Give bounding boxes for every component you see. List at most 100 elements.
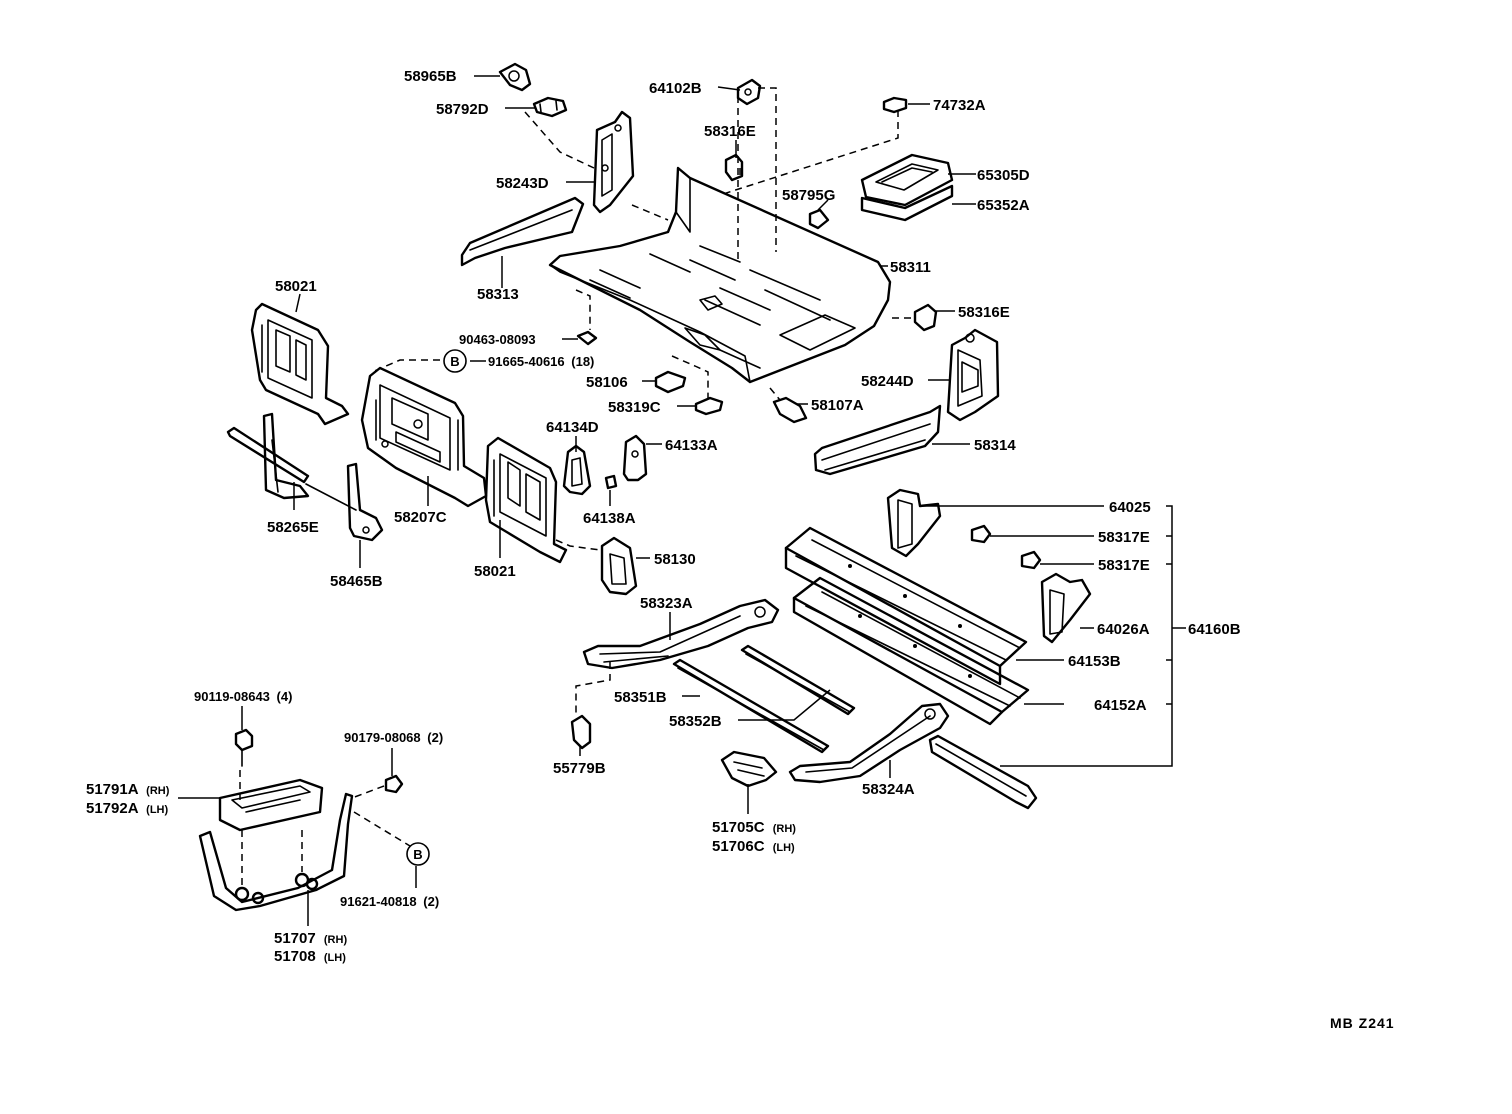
label-58243D: 58243D: [496, 175, 549, 192]
clip-58319C: [694, 396, 724, 416]
bracket-58465B: [305, 462, 384, 542]
panel-58021-center: [484, 436, 568, 564]
label-58965B: 58965B: [404, 68, 457, 85]
label-58352B: 58352B: [669, 713, 722, 730]
brace-58351B: [672, 658, 830, 754]
label-58795G: 58795G: [782, 187, 835, 204]
label-91621-40818: 91621-40818 (2): [340, 894, 439, 909]
label-58107A: 58107A: [811, 397, 864, 414]
label-64025: 64025: [1109, 499, 1151, 516]
cover-65305D: [860, 153, 954, 207]
rail-58323A: [582, 598, 780, 670]
bracket-58792D: [532, 96, 568, 118]
plate-64138A: [604, 474, 618, 490]
label-91665-40616: 91665-40616 (18): [488, 354, 594, 369]
label-58351B: 58351B: [614, 689, 667, 706]
bracket-51705C: [720, 750, 778, 788]
label-58324A: 58324A: [862, 781, 915, 798]
label-64153B: 64153B: [1068, 653, 1121, 670]
bracket-55779B: [570, 714, 592, 750]
brace-58352B: [740, 644, 856, 716]
label-65352A: 65352A: [977, 197, 1030, 214]
part-labels: 58965B 58792D 64102B 74732A 58316E 65305…: [86, 68, 1241, 965]
label-58311: 58311: [890, 259, 931, 276]
label-58207C: 58207C: [394, 509, 447, 526]
label-51706C: 51706C (LH): [712, 838, 795, 855]
label-51791A: 51791A (RH): [86, 781, 170, 798]
label-58021-center: 58021: [474, 563, 516, 580]
panel-58207C: [360, 366, 488, 508]
bolt-90119-08643: [234, 728, 254, 767]
rail-58313: [460, 196, 585, 267]
label-51792A: 51792A (LH): [86, 800, 168, 817]
figure-code: MB Z241: [1330, 1015, 1395, 1031]
label-51705C: 51705C (RH): [712, 819, 796, 836]
label-90179-08068: 90179-08068 (2): [344, 730, 443, 745]
label-64160B: 64160B: [1188, 621, 1241, 638]
bracket-58795G: [808, 208, 830, 230]
clip-58106: [654, 370, 687, 394]
label-51708: 51708 (LH): [274, 948, 346, 965]
label-58316E-right: 58316E: [958, 304, 1010, 321]
label-64102B: 64102B: [649, 80, 702, 97]
label-58021-left: 58021: [275, 278, 317, 295]
clip-74732A: [882, 96, 908, 114]
svg-text:B: B: [413, 847, 422, 862]
clip-58316E-top: [724, 153, 744, 182]
label-58244D: 58244D: [861, 373, 914, 390]
label-58130: 58130: [654, 551, 696, 568]
label-90119-08643: 90119-08643 (4): [194, 689, 292, 704]
assembly-lines: [239, 87, 912, 886]
plate-64134D: [562, 444, 592, 496]
label-58323A: 58323A: [640, 595, 693, 612]
label-74732A: 74732A: [933, 97, 986, 114]
label-64133A: 64133A: [665, 437, 718, 454]
label-58792D: 58792D: [436, 101, 489, 118]
clip-64102B: [736, 78, 762, 106]
label-58316E-top: 58316E: [704, 123, 756, 140]
clip-58965B: [498, 62, 532, 92]
clip-58317E-a: [970, 524, 992, 544]
label-64026A: 64026A: [1097, 621, 1150, 638]
label-51707: 51707 (RH): [274, 930, 347, 947]
bracket-58243D: [592, 110, 635, 214]
label-64152A: 64152A: [1094, 697, 1147, 714]
label-58265E: 58265E: [267, 519, 319, 536]
clip-58316E-right: [913, 303, 938, 332]
label-58465B: 58465B: [330, 573, 383, 590]
plate-64133A: [622, 434, 648, 482]
step-bracket-51707: [198, 792, 354, 912]
label-58317E-a: 58317E: [1098, 529, 1150, 546]
rail-58314: [813, 404, 942, 476]
step-51791A: [218, 778, 324, 832]
label-90463-08093: 90463-08093: [459, 332, 536, 347]
gusset-64026A: [1040, 572, 1092, 644]
rail-58324A: [788, 702, 950, 784]
bracket-64160B: [928, 734, 1038, 810]
bracket-58130: [600, 536, 638, 596]
label-58314: 58314: [974, 437, 1016, 454]
bracket-58244D: [946, 328, 1000, 422]
floor-pan-58311: [548, 166, 892, 384]
label-58319C: 58319C: [608, 399, 661, 416]
label-58317E-b: 58317E: [1098, 557, 1150, 574]
clip-58107A: [772, 396, 808, 424]
label-58106: 58106: [586, 374, 628, 391]
label-58313: 58313: [477, 286, 519, 303]
bar-58265E: [226, 412, 310, 500]
leader-lines: [178, 75, 1186, 926]
clip-58317E-b: [1020, 550, 1042, 570]
gasket-65352A: [860, 184, 954, 222]
label-64134D: 64134D: [546, 419, 599, 436]
gusset-64025: [886, 488, 942, 558]
nut-90179-08068: [384, 774, 404, 794]
marker-b-91665: B: [443, 349, 467, 373]
label-64138A: 64138A: [583, 510, 636, 527]
label-55779B: 55779B: [553, 760, 606, 777]
svg-text:B: B: [450, 354, 459, 369]
clip-90463-08093: [576, 330, 598, 346]
label-65305D: 65305D: [977, 167, 1030, 184]
crossmember-64152A: [792, 576, 1030, 726]
panel-58021-left: [250, 302, 350, 426]
